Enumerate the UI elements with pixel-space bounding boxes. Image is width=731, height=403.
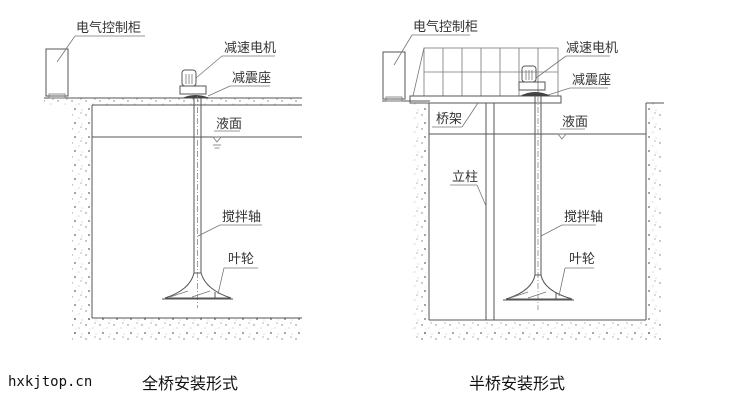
ground-slab bbox=[44, 98, 302, 105]
watermark: hxkjtop.cn bbox=[8, 374, 93, 390]
reducer-motor bbox=[518, 65, 551, 96]
label-damper-base: 减震座 bbox=[572, 73, 611, 88]
label-column: 立柱 bbox=[452, 170, 478, 185]
label-liquid-level: 液面 bbox=[216, 117, 242, 132]
impeller bbox=[503, 274, 574, 301]
impeller bbox=[162, 272, 233, 300]
label-motor: 减速电机 bbox=[224, 41, 276, 56]
control-cabinet bbox=[382, 51, 406, 100]
tank-floor bbox=[412, 320, 662, 340]
control-cabinet bbox=[45, 48, 69, 97]
label-control-cabinet: 电气控制柜 bbox=[413, 19, 478, 35]
reducer-motor bbox=[179, 69, 210, 98]
label-liquid-level: 液面 bbox=[562, 115, 588, 130]
tank-wall-right bbox=[646, 103, 662, 340]
caption-full-bridge: 全桥安装形式 bbox=[142, 374, 239, 393]
label-motor: 减速电机 bbox=[566, 41, 618, 56]
label-impeller: 叶轮 bbox=[569, 252, 595, 267]
half-bridge-diagram: 电气控制柜 桥架 立柱 bbox=[382, 19, 664, 340]
tank-floor bbox=[72, 318, 302, 340]
caption-half-bridge: 半桥安装形式 bbox=[469, 374, 566, 393]
label-control-cabinet: 电气控制柜 bbox=[76, 20, 141, 36]
label-impeller: 叶轮 bbox=[228, 252, 254, 267]
tank-wall-left bbox=[412, 103, 429, 340]
label-shaft: 搅拌轴 bbox=[564, 209, 603, 225]
label-shaft: 搅拌轴 bbox=[222, 209, 261, 225]
label-bridge: 桥架 bbox=[436, 112, 462, 127]
full-bridge-diagram: 电气控制柜 减速电机 减震座 液面 搅拌轴 bbox=[44, 20, 302, 340]
tank-wall-left bbox=[72, 103, 92, 338]
label-damper-base: 减震座 bbox=[232, 71, 271, 86]
